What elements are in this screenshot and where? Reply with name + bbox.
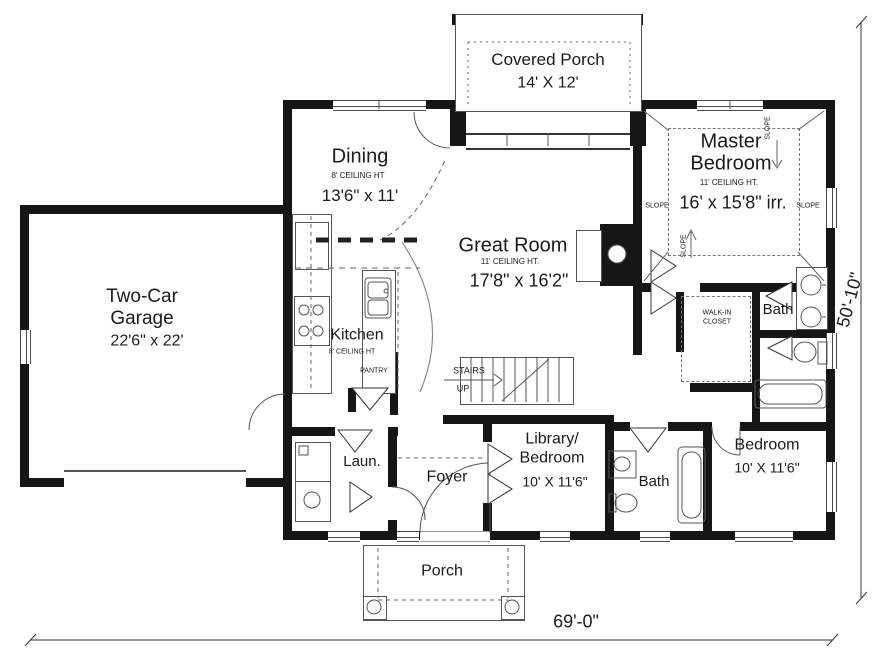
dining-size: 13'6" x 11' xyxy=(321,186,399,206)
closet-shelving-dashed xyxy=(681,296,751,382)
wall-master-bottom xyxy=(700,283,826,292)
great-room-label: Great Room xyxy=(458,234,568,257)
covered-porch-label: Covered Porch xyxy=(491,50,605,70)
dining-ceiling: 8' CEILING HT xyxy=(331,170,385,180)
dimension-lines xyxy=(24,15,868,647)
wall-master-left xyxy=(633,109,642,292)
window-bottom-door-left xyxy=(397,531,419,542)
wall-library-top xyxy=(443,415,614,424)
wall-masterbath-divider xyxy=(758,330,826,338)
bath2-label: Bath xyxy=(638,473,670,491)
dining-label: Dining xyxy=(331,145,389,168)
master-bedroom-ceiling: 11' CEILING HT. xyxy=(699,177,759,187)
garage-size: 22'6" x 22' xyxy=(110,332,184,350)
window-right-bedroom xyxy=(826,462,837,512)
wall-left-exterior xyxy=(283,100,292,540)
master-bedroom-size: 16' x 15'8" irr. xyxy=(679,192,787,213)
door-swing-markers xyxy=(336,249,793,513)
width-dimension-label: 69'-0" xyxy=(553,611,599,632)
wall-pantry-left xyxy=(348,388,356,412)
wall-garage-bottom-right xyxy=(246,478,292,487)
kitchen-label: Kitchen xyxy=(330,326,384,344)
pantry-label: PANTRY xyxy=(360,367,388,375)
walkin-closet-label-2: CLOSET xyxy=(702,318,732,326)
wall-top-dining-right xyxy=(426,100,462,109)
front-door-opening xyxy=(420,531,490,542)
walkin-closet-label-1: WALK-IN xyxy=(702,309,732,317)
wall-laundry-right-upper xyxy=(388,427,397,487)
great-room-ceiling: 11' CEILING HT. xyxy=(480,256,540,266)
garage-door-opening xyxy=(64,478,246,487)
covered-porch-size: 14' X 12' xyxy=(517,74,579,92)
fixture-details xyxy=(64,100,828,615)
master-bedroom-label-1: Master xyxy=(700,130,762,153)
kitchen-arch xyxy=(401,241,433,393)
garage-label-2: Garage xyxy=(110,308,174,330)
wall-closet-left xyxy=(676,292,684,352)
porch-label: Porch xyxy=(421,562,463,580)
wall-library-left-upper xyxy=(483,424,492,442)
library-label-2: Bedroom xyxy=(519,449,585,467)
wall-top-master-left xyxy=(633,100,697,109)
stairs-label: STAIRS xyxy=(453,365,485,376)
wall-closet-bottom xyxy=(690,383,752,392)
master-bedroom-label-2: Bedroom xyxy=(690,152,772,175)
library-label-1: Library/ xyxy=(525,430,579,448)
wall-top-master-right xyxy=(763,100,835,109)
stairs-outline xyxy=(460,357,574,405)
stairs-up-label: UP xyxy=(456,383,470,394)
refrigerator xyxy=(295,222,329,270)
foyer-label: Foyer xyxy=(426,468,468,486)
wall-hall-bedroom-top-left xyxy=(668,422,712,431)
window-right-master xyxy=(826,188,837,228)
bedroom-size: 10' X 11'6" xyxy=(734,459,800,476)
slope-label-bottom: SLOPE xyxy=(680,234,688,258)
slope-label-left: SLOPE xyxy=(645,202,669,210)
wall-master-bottom-stub xyxy=(633,283,651,292)
great-room-size: 17'8" x 16'2" xyxy=(469,270,569,291)
wall-right-exterior xyxy=(826,100,835,540)
fireplace-hearth xyxy=(576,230,602,282)
master-ceiling-dashed xyxy=(668,128,800,256)
bedroom-label: Bedroom xyxy=(734,436,800,454)
wall-laundry-top xyxy=(283,427,335,436)
wall-laundry-right-lower xyxy=(388,520,397,531)
slope-label-top: SLOPE xyxy=(764,116,772,140)
wall-greatroom-right xyxy=(633,292,642,355)
wall-garage-bottom-left xyxy=(20,478,64,487)
wall-bottom-right xyxy=(593,531,835,540)
wall-bedroom-left xyxy=(703,422,712,531)
wall-top-dining-left xyxy=(283,100,333,109)
wall-bedroom-top xyxy=(740,422,826,431)
garage-label-1: Two-Car xyxy=(106,286,178,308)
window-bottom-laundry xyxy=(328,531,360,542)
master-bath-label: Bath xyxy=(762,301,794,319)
covered-porch-outline xyxy=(455,14,642,112)
wall-closet-bath-divider xyxy=(752,292,760,422)
master-slope-lines xyxy=(643,110,825,282)
library-size: 10' X 11'6" xyxy=(522,473,588,490)
stairs-treads xyxy=(444,358,560,402)
dryer xyxy=(295,481,331,522)
kitchen-ceiling: 8' CEILING HT xyxy=(328,348,376,356)
wall-library-left-lower xyxy=(483,503,492,531)
front-porch-outline xyxy=(363,545,525,621)
wall-garage-top xyxy=(20,205,292,214)
washer xyxy=(295,442,331,482)
wall-bath2-top xyxy=(614,422,630,431)
window-bottom-bedroom xyxy=(735,531,793,542)
stove xyxy=(294,296,330,346)
window-garage-left xyxy=(20,330,31,364)
slope-label-right: SLOPE xyxy=(796,202,820,210)
dashed-ceiling-lines xyxy=(295,41,631,601)
window-bottom-bath2 xyxy=(640,531,670,542)
window-bottom-door-right xyxy=(540,531,570,542)
laundry-label: Laun. xyxy=(343,453,381,471)
